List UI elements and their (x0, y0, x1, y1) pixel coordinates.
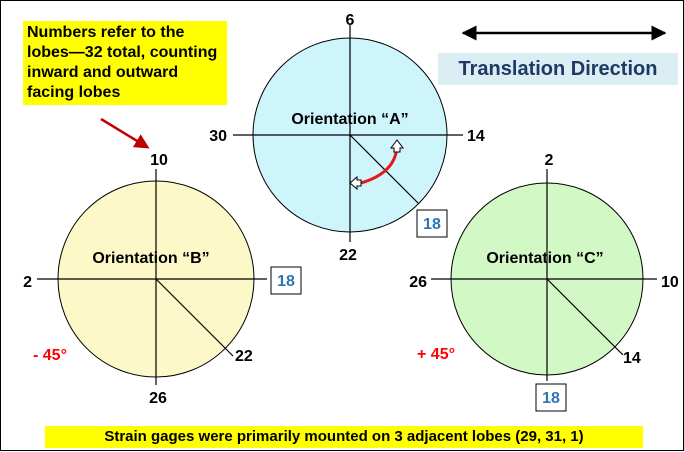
orientation-b-lobe-diagonal: 22 (235, 348, 253, 365)
orientation-c-group: Orientation “C” 2 26 10 14 18 + 45° (409, 152, 679, 412)
orientation-c-lobe-diagonal: 14 (623, 350, 641, 367)
orientation-a-lobe-top: 6 (346, 12, 355, 29)
orientation-a-boxed-lobe: 18 (423, 216, 441, 233)
orientation-a-label: Orientation “A” (291, 111, 408, 128)
orientation-c-lobe-top: 2 (545, 152, 554, 169)
orientation-a-lobe-left: 30 (209, 128, 227, 145)
orientation-c-lobe-bottom: 18 (542, 390, 560, 407)
orientation-b-lobe-bottom: 26 (149, 390, 167, 407)
orientation-b-lobe-left: 2 (23, 274, 32, 291)
orientation-a-boxed-lobe-frame (416, 209, 448, 238)
orientation-a-lobe-right: 14 (467, 128, 485, 145)
orientation-c-label: Orientation “C” (486, 250, 603, 267)
rotation-arrowhead-left (349, 175, 362, 191)
orientation-a-lobe-bottom: 22 (339, 247, 357, 264)
orientation-c-diagonal (546, 278, 624, 356)
note-pointer-arrow (100, 117, 150, 149)
orientation-c-lobe-left: 26 (409, 274, 427, 291)
orientation-b-rotation-angle: - 45° (33, 347, 67, 364)
orientation-b-label: Orientation “B” (92, 250, 209, 267)
orientation-b-lobe-right: 18 (277, 273, 295, 290)
orientation-c-rotation-angle: + 45° (417, 346, 455, 363)
orientation-b-lobe-top: 10 (150, 152, 168, 169)
orientation-b-group: Orientation “B” 10 2 18 22 26 - 45° (23, 152, 302, 407)
orientation-a-group: Orientation “A” 6 30 14 22 18 (209, 12, 485, 264)
orientation-b-boxed-lobe-frame (270, 266, 302, 295)
rotation-arrowhead-top (390, 139, 404, 153)
strain-gage-footnote: Strain gages were primarily mounted on 3… (45, 426, 643, 448)
orientation-c-boxed-lobe-frame (535, 383, 567, 412)
translation-direction-label: Translation Direction (438, 53, 678, 85)
orientation-c-lobe-right: 10 (661, 274, 679, 291)
orientation-b-diagonal (155, 278, 234, 357)
lobe-numbering-note: Numbers refer to the lobes—32 total, cou… (23, 21, 227, 105)
